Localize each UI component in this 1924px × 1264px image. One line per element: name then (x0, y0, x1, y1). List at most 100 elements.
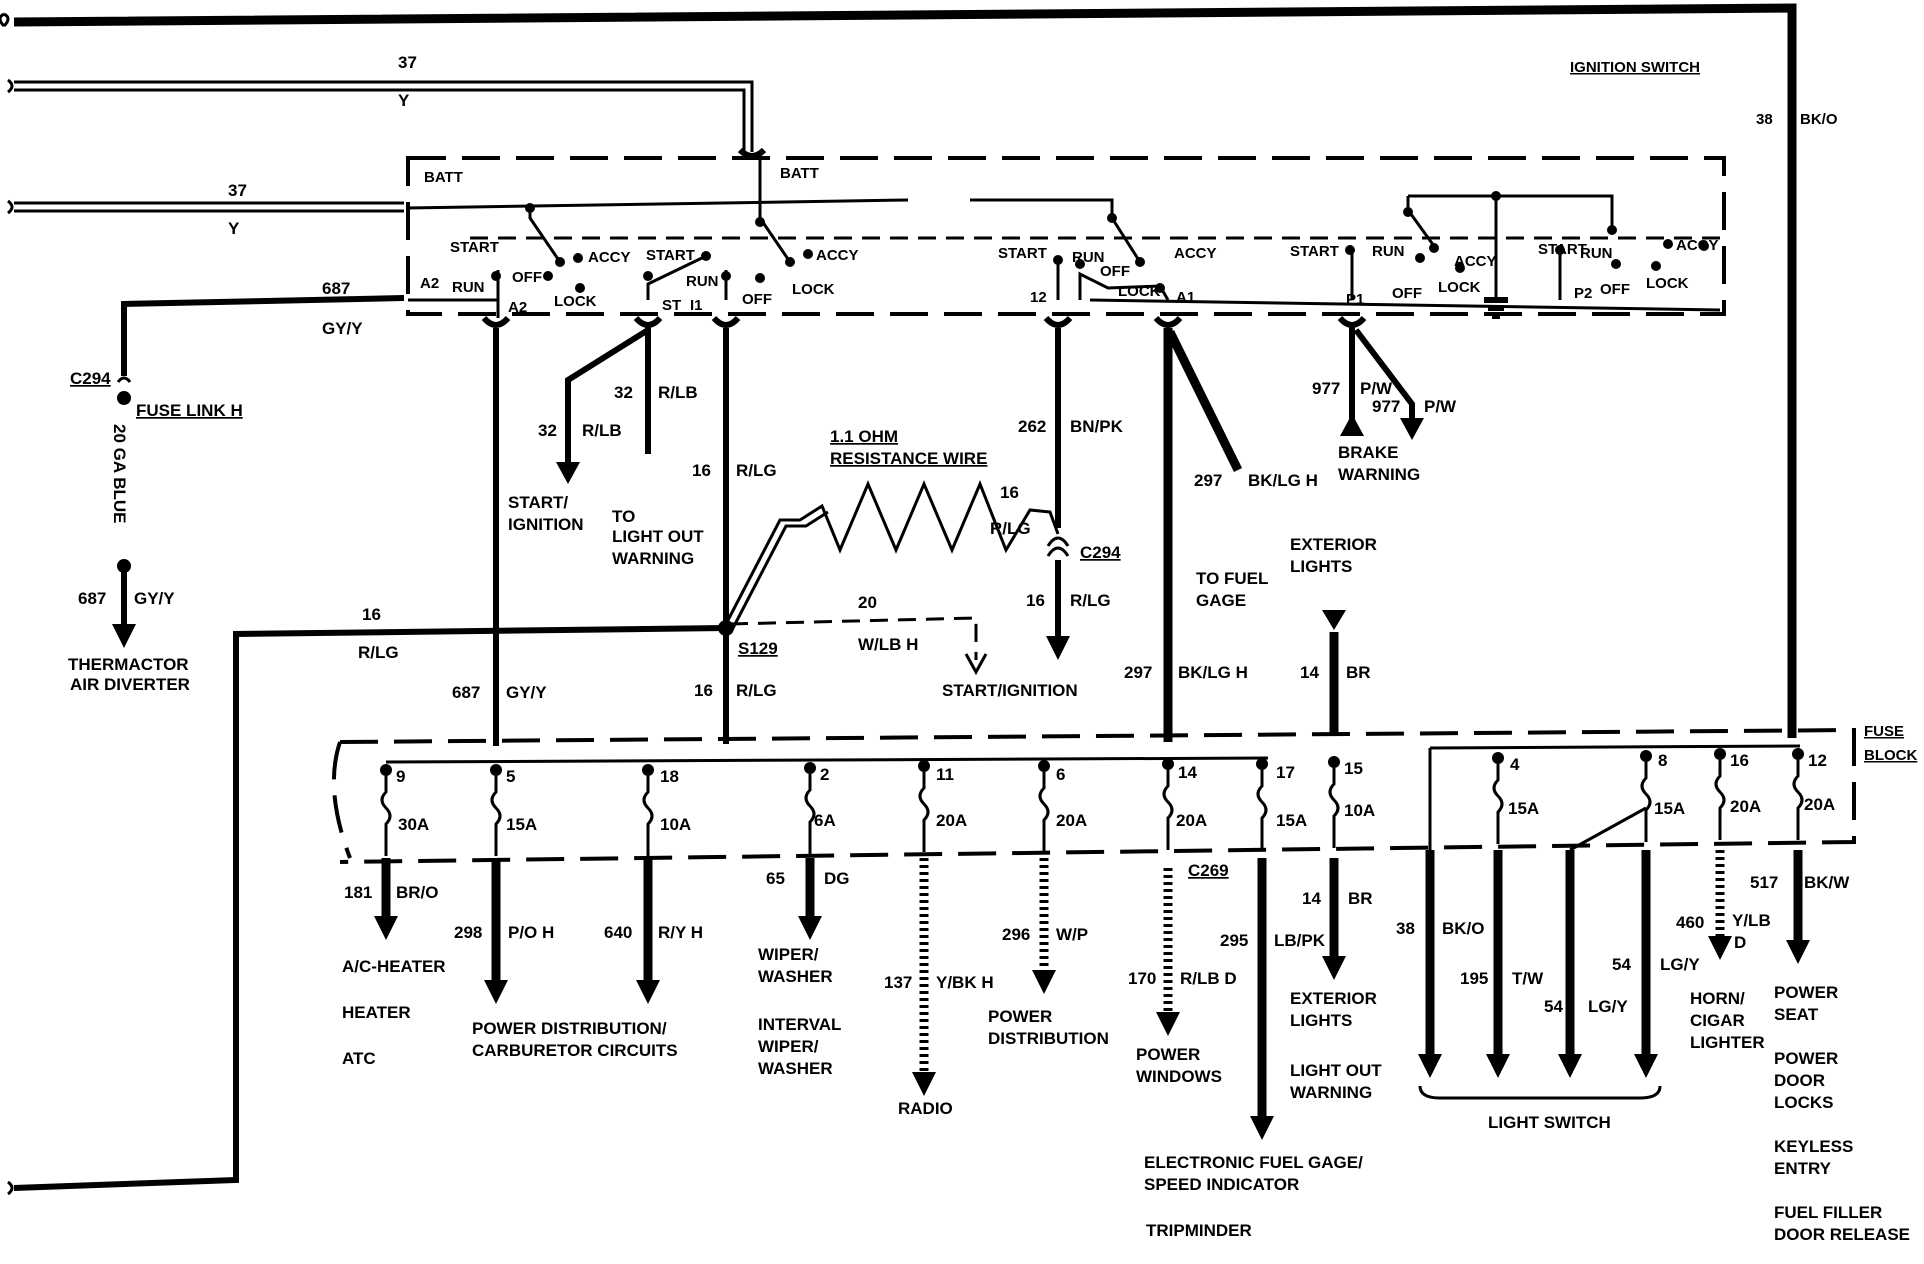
brake-warning-label-2: WARNING (1338, 465, 1420, 484)
wiper-label-5: WASHER (758, 1059, 833, 1078)
wire-38b-number: 38 (1396, 919, 1415, 938)
fuse-terminal (1162, 758, 1174, 770)
ignition-switch-title: IGNITION SWITCH (1570, 59, 1700, 76)
wire-640-color: R/Y H (658, 923, 703, 942)
sw2-start: START (646, 247, 695, 264)
fuse-slot-label: 9 (396, 767, 405, 786)
sw3-a1: A1 (1176, 289, 1195, 306)
wire-195-color: T/W (1512, 969, 1544, 988)
wire-195-number: 195 (1460, 969, 1488, 988)
wire-687b-color: GY/Y (134, 589, 175, 608)
exterior-lights-label-1: EXTERIOR (1290, 535, 1377, 554)
wire-137-color: Y/BK H (936, 973, 994, 992)
fuse-amp-label: 10A (660, 815, 691, 834)
brake-warning-label-1: BRAKE (1338, 443, 1398, 462)
wire-65-color: DG (824, 869, 850, 888)
wire-517-number: 517 (1750, 873, 1778, 892)
wire-295-color: LB/PK (1274, 931, 1326, 950)
wire-687c-color: GY/Y (506, 683, 547, 702)
fuse-terminal (1492, 752, 1504, 764)
wire-16-return (7, 625, 727, 1196)
wire-20-color: W/LB H (858, 635, 918, 654)
wire-32b-color: R/LB (582, 421, 622, 440)
light-out-label-1: TO (612, 507, 635, 526)
ext-lights-out-label-4: WARNING (1290, 1083, 1372, 1102)
wire-137-number: 137 (884, 973, 912, 992)
efg-label-3: TRIPMINDER (1146, 1221, 1252, 1240)
wire-54b-color: LG/Y (1660, 955, 1700, 974)
sw2-lock: LOCK (792, 281, 835, 298)
fuse-slot-label: 2 (820, 765, 829, 784)
sw1-lock: LOCK (554, 293, 597, 310)
wiper-label-1: WIPER/ (758, 945, 819, 964)
radio-label: RADIO (898, 1099, 953, 1118)
wire-297a-color: BK/LG H (1248, 471, 1318, 490)
wiper-label-4: WIPER/ (758, 1037, 819, 1056)
wire-14b-number: 14 (1302, 889, 1321, 908)
fuse-slot-label: 18 (660, 767, 679, 786)
sw3-run: RUN (1072, 249, 1105, 266)
wire-977-brake (1340, 326, 1424, 440)
fuse-slot-label: 6 (1056, 765, 1065, 784)
start-ignition-dest: START/IGNITION (942, 681, 1078, 700)
sw1-off: OFF (512, 269, 542, 286)
efg-label-1: ELECTRONIC FUEL GAGE/ (1144, 1153, 1363, 1172)
horn-label-2: CIGAR (1690, 1011, 1745, 1030)
fuse-terminal (1038, 760, 1050, 772)
switch-connectors (481, 147, 1367, 328)
power-windows-label-1: POWER (1136, 1045, 1200, 1064)
fuse-terminal (1640, 750, 1652, 762)
wire-687b-number: 687 (78, 589, 106, 608)
horn-label-3: LIGHTER (1690, 1033, 1765, 1052)
fuse-block-box (331, 727, 1856, 1060)
wire-16c-number: 16 (1026, 591, 1045, 610)
fuse-element (1492, 764, 1504, 844)
fuse-terminal (1714, 748, 1726, 760)
fuse-terminal (642, 764, 654, 776)
fuse-terminal (1256, 758, 1268, 770)
wire-54a-color: LG/Y (1588, 997, 1628, 1016)
wire-20-w-lb (729, 616, 988, 676)
power-door-label-3: LOCKS (1774, 1093, 1834, 1112)
sw1-accy: ACCY (588, 249, 631, 266)
fuel-filler-label-2: DOOR RELEASE (1774, 1225, 1910, 1244)
wire-170-color: R/LB D (1180, 969, 1237, 988)
fuse-slot-label: 5 (506, 767, 515, 786)
wire-297a-number: 297 (1194, 471, 1222, 490)
wire-16-r-lg (718, 328, 1060, 744)
fuse-element (1256, 770, 1268, 850)
wire-32b-number: 32 (538, 421, 557, 440)
wire-37-lower (7, 199, 404, 215)
fuse-terminal (918, 760, 930, 772)
fuse-terminal (1792, 748, 1804, 760)
sw4-start: START (1290, 243, 1339, 260)
wire-687c-number: 687 (452, 683, 480, 702)
wire-460-number: 460 (1676, 913, 1704, 932)
wire-16a-color: R/LG (736, 461, 777, 480)
fuse-slot-label: 16 (1730, 751, 1749, 770)
sw4-lock: LOCK (1438, 279, 1481, 296)
wire-297-fuel-gage (1163, 328, 1243, 742)
wire-54a-number: 54 (1544, 997, 1563, 1016)
sw5-start: START (1538, 241, 1587, 258)
a2-right-label: A2 (508, 299, 527, 316)
fuse-slot-label: 4 (1510, 755, 1520, 774)
fuse-element (1038, 772, 1050, 852)
ac-heater-label-2: HEATER (342, 1003, 411, 1022)
fuse-element (1714, 760, 1726, 840)
fuse-element (1640, 762, 1652, 842)
efg-label-2: SPEED INDICATOR (1144, 1175, 1299, 1194)
thermactor-label-2: AIR DIVERTER (70, 675, 190, 694)
fuse-amp-label: 20A (936, 811, 967, 830)
fuse-symbols (380, 748, 1804, 856)
fuel-gage-label-2: GAGE (1196, 591, 1246, 610)
fuse-amp-label: 6A (814, 811, 836, 830)
wire-297b-color: BK/LG H (1178, 663, 1248, 682)
wire-640-number: 640 (604, 923, 632, 942)
sw2-accy: ACCY (816, 247, 859, 264)
light-out-label-3: WARNING (612, 549, 694, 568)
fuse-element (490, 776, 502, 856)
fuse-element (1792, 760, 1804, 840)
fuse-element (642, 776, 654, 856)
sw3-accy: ACCY (1174, 245, 1217, 262)
